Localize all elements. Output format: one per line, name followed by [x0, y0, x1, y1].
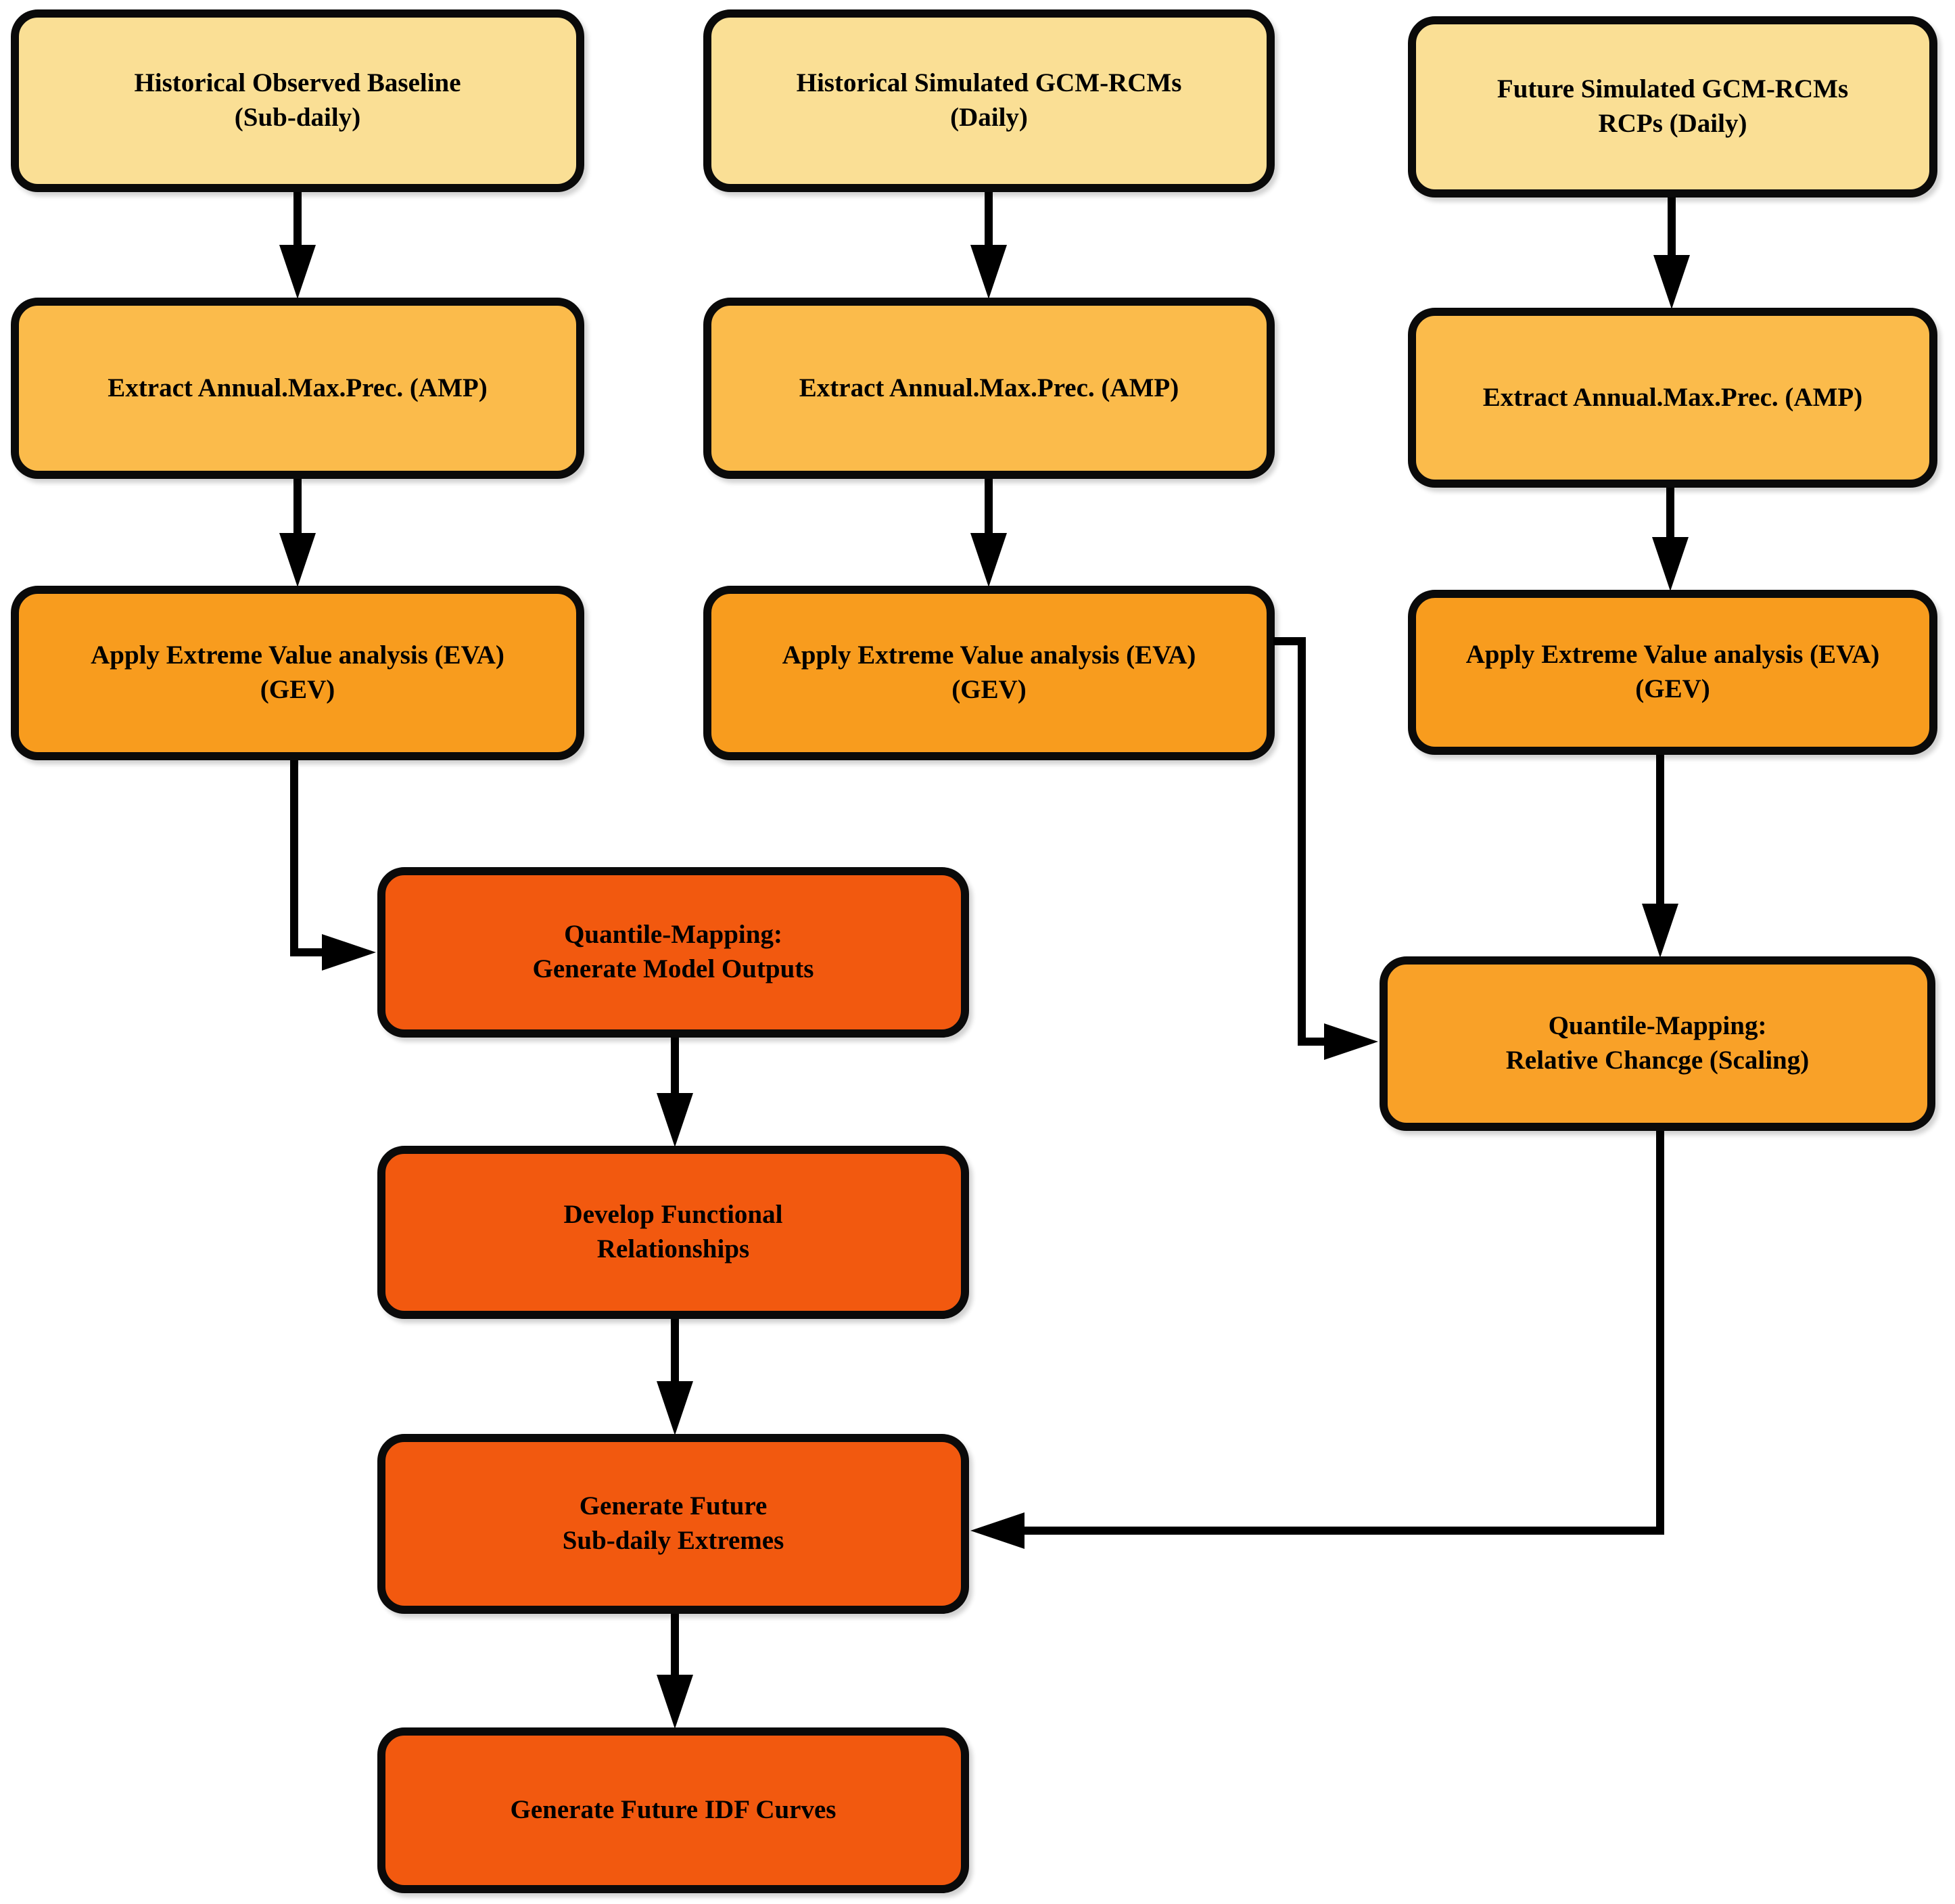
node-label-line: Quantile-Mapping: [564, 920, 782, 950]
node-label-line: Future Simulated GCM-RCMs [1497, 74, 1849, 104]
node-extract-amp-future: Extract Annual.Max.Prec. (AMP) [1408, 308, 1937, 488]
node-label-line: Extract Annual.Max.Prec. (AMP) [1482, 382, 1863, 412]
node-generate-future-subdaily-extremes: Generate Future Sub-daily Extremes [377, 1434, 969, 1614]
node-label-line: (GEV) [260, 675, 335, 704]
node-quantile-mapping-scaling: Quantile-Mapping: Relative Chancge (Scal… [1380, 956, 1935, 1131]
node-label-line: Sub-daily Extremes [562, 1526, 784, 1555]
node-label-line: (GEV) [1635, 674, 1710, 703]
node-label-line: Historical Observed Baseline [134, 68, 461, 98]
node-historical-simulated-gcm-rcms: Historical Simulated GCM-RCMs (Daily) [703, 9, 1275, 192]
node-apply-eva-historical: Apply Extreme Value analysis (EVA) (GEV) [703, 586, 1275, 760]
node-label-line: (GEV) [951, 675, 1027, 704]
node-historical-observed-baseline: Historical Observed Baseline (Sub-daily) [11, 9, 584, 192]
node-apply-eva-future: Apply Extreme Value analysis (EVA) (GEV) [1408, 590, 1937, 755]
node-label-line: Generate Model Outputs [532, 954, 814, 983]
node-label-line: RCPs (Daily) [1598, 109, 1747, 138]
node-label-line: Apply Extreme Value analysis (EVA) [91, 641, 504, 670]
node-label-line: Quantile-Mapping: [1548, 1011, 1767, 1041]
node-extract-amp-observed: Extract Annual.Max.Prec. (AMP) [11, 298, 584, 479]
node-develop-functional-relationships: Develop Functional Relationships [377, 1146, 969, 1319]
node-quantile-mapping-outputs: Quantile-Mapping: Generate Model Outputs [377, 867, 969, 1038]
node-label-line: Historical Simulated GCM-RCMs [796, 68, 1182, 98]
node-generate-future-idf-curves: Generate Future IDF Curves [377, 1727, 969, 1893]
node-label-line: Generate Future IDF Curves [510, 1795, 837, 1825]
node-label-line: Generate Future [579, 1491, 768, 1521]
node-label-line: Extract Annual.Max.Prec. (AMP) [799, 373, 1179, 402]
node-label-line: Apply Extreme Value analysis (EVA) [1465, 640, 1880, 670]
node-label-line: Relationships [596, 1234, 750, 1263]
node-label-line: (Daily) [950, 103, 1028, 132]
node-future-simulated-gcm-rcms: Future Simulated GCM-RCMs RCPs (Daily) [1408, 16, 1937, 198]
node-label-line: Relative Chancge (Scaling) [1505, 1046, 1810, 1075]
node-apply-eva-observed: Apply Extreme Value analysis (EVA) (GEV) [11, 586, 584, 760]
node-extract-amp-historical: Extract Annual.Max.Prec. (AMP) [703, 298, 1275, 479]
node-label-line: Develop Functional [563, 1200, 783, 1230]
node-label-line: Extract Annual.Max.Prec. (AMP) [108, 373, 488, 402]
node-label-line: Apply Extreme Value analysis (EVA) [782, 641, 1196, 670]
node-label-line: (Sub-daily) [234, 103, 361, 132]
